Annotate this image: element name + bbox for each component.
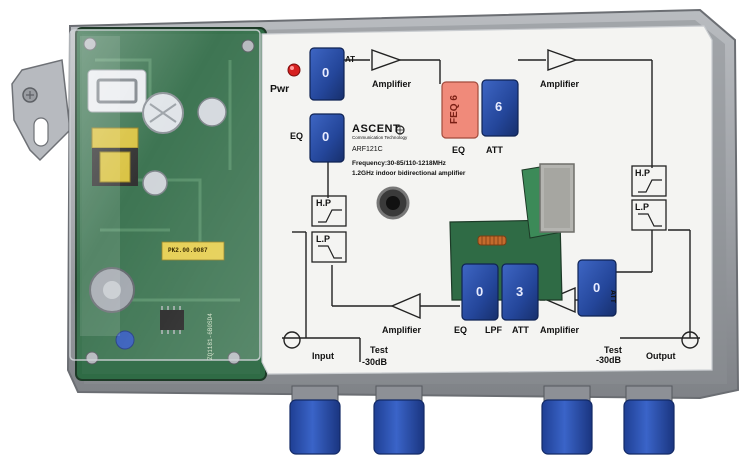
lp-filter-left (311, 231, 347, 263)
knob-eq-bottom-value: 0 (476, 284, 484, 299)
power-led (287, 63, 301, 77)
output-label: Output (646, 351, 676, 361)
amplifier-label-4: Amplifier (540, 325, 580, 335)
mounting-bracket (11, 59, 71, 162)
knob-att-bottom-value: 3 (516, 284, 524, 299)
att-top-label: ATT (486, 145, 503, 155)
f-connector-2[interactable] (373, 385, 425, 455)
f-connector-4[interactable] (623, 385, 675, 455)
lp-filter-right (631, 199, 667, 231)
board-code-text: ZQ1181-6B0SD4 (207, 313, 214, 360)
hp-filter-left (311, 195, 347, 227)
knob-att-right-value: 0 (593, 280, 601, 295)
lp-right-label: L.P (635, 202, 650, 212)
att-right-label: ATT (609, 290, 616, 304)
test-right-label: Test (604, 345, 622, 355)
hp-filter-right (631, 165, 667, 197)
input-label: Input (312, 351, 334, 361)
plug-feq[interactable] (441, 81, 479, 139)
lpf-bottom-label: LPF (485, 325, 502, 335)
input-port-symbol (283, 331, 301, 349)
knob-eq-left[interactable] (309, 113, 345, 163)
amplifier-label-2: Amplifier (540, 79, 580, 89)
knob-att-top-right[interactable] (481, 79, 519, 137)
plug-feq-value: FEQ 6 (449, 95, 460, 124)
test-left-db: -30dB (362, 357, 388, 367)
f-connector-3[interactable] (541, 385, 593, 455)
eq-left-label: EQ (290, 131, 304, 141)
brand-name: ASCENT (352, 123, 401, 135)
knob-att-top-left-value: 0 (322, 65, 330, 80)
lp-left-label: L.P (316, 234, 331, 244)
power-label: Pwr (270, 83, 290, 95)
knob-att-right[interactable] (577, 259, 617, 317)
test-left-label: Test (370, 345, 388, 355)
f-connector-1[interactable] (289, 385, 341, 455)
eq-top-label: EQ (452, 145, 466, 155)
eq-bottom-label: EQ (454, 325, 468, 335)
amplifier-label-3: Amplifier (382, 325, 422, 335)
knob-eq-bottom[interactable] (461, 263, 499, 321)
att-bottom-label: ATT (512, 325, 529, 335)
frequency-spec: Frequency:30-85/110-1218MHz (352, 160, 446, 167)
plastic-cover (69, 29, 261, 361)
model-number: ARF121C (352, 146, 383, 153)
brand-tagline: Communication Technology (352, 135, 408, 140)
att-side-label: AT (345, 55, 356, 64)
knob-eq-left-value: 0 (322, 129, 330, 144)
product-description: 1.2GHz indoor bidirectional amplifier (352, 170, 466, 177)
knob-att-top-left[interactable] (309, 47, 345, 101)
knob-att-top-right-value: 6 (495, 99, 503, 114)
hp-right-label: H.P (635, 168, 651, 178)
amplifier-label-1: Amplifier (372, 79, 412, 89)
test-right-db: -30dB (596, 355, 622, 365)
hp-left-label: H.P (316, 198, 332, 208)
rf-coil (477, 235, 507, 246)
part-code-text: PK2.00.0087 (168, 247, 208, 254)
knob-att-bottom[interactable] (501, 263, 539, 321)
output-port-symbol (681, 331, 699, 349)
